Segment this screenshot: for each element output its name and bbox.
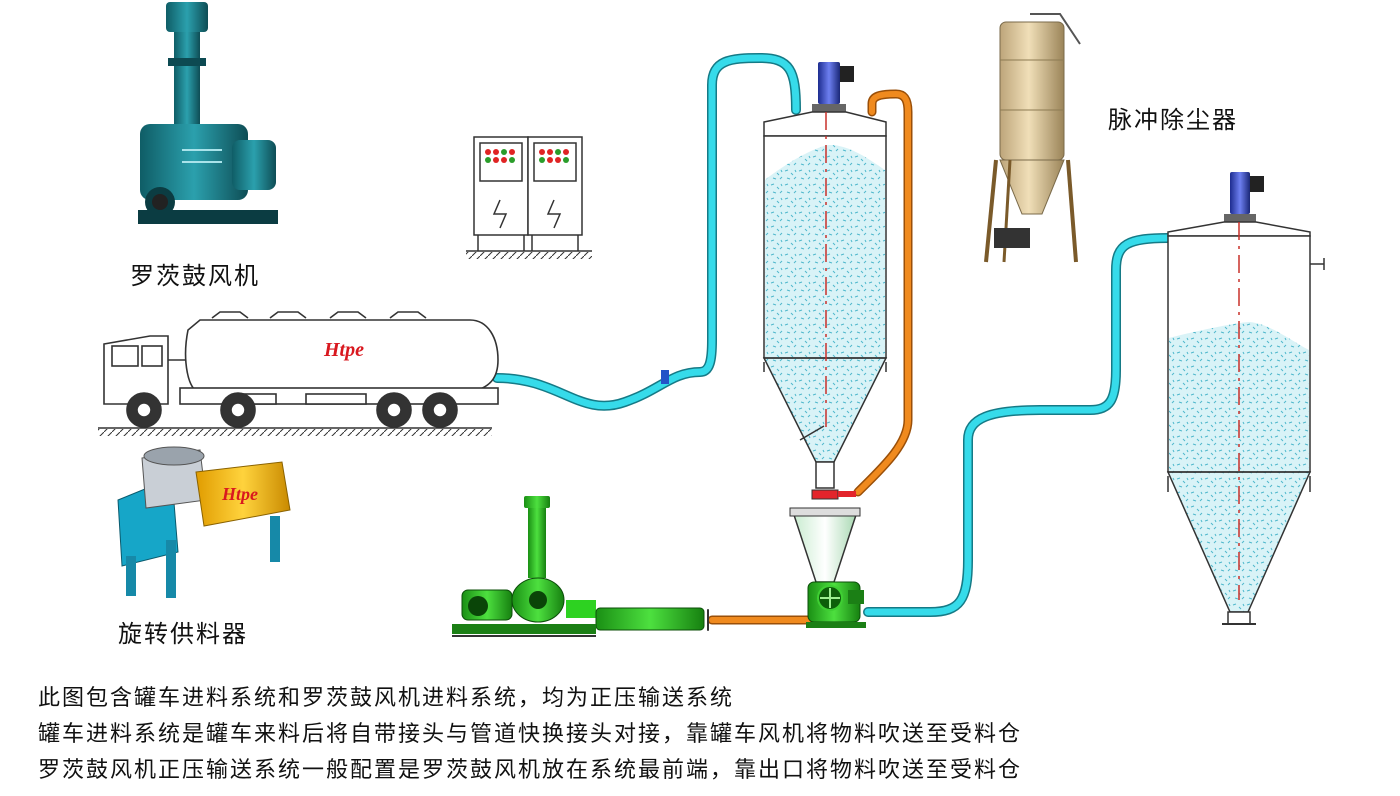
tanker-logo: Htpe (323, 339, 364, 361)
cyan-conveying-pipes (492, 52, 1173, 617)
receiving-silo-1 (762, 62, 888, 583)
pulse-dust-collector-image (984, 13, 1081, 263)
feeder-logo: Htpe (221, 484, 258, 504)
rotary-valve-under-silo (806, 581, 866, 628)
indicator-lights (485, 149, 569, 163)
tanker-truck (98, 311, 499, 436)
control-cabinets (466, 136, 592, 259)
description-line-2: 罐车进料系统是罐车来料后将自带接头与管道快换接头对接，靠罐车风机将物料吹送至受料… (38, 722, 1023, 747)
pulse-dust-collector-label: 脉冲除尘器 (1108, 106, 1238, 134)
roots-blower-image (138, 2, 278, 224)
rotary-feeder-image (117, 446, 291, 598)
description-line-1: 此图包含罐车进料系统和罗茨鼓风机进料系统，均为正压输送系统 (38, 686, 735, 711)
roots-blower-label: 罗茨鼓风机 (130, 262, 260, 290)
green-roots-blower (452, 496, 705, 637)
description-line-3: 罗茨鼓风机正压输送系统一般配置是罗茨鼓风机放在系统最前端，靠出口将物料吹送至受料… (38, 758, 1023, 783)
rotary-feeder-label: 旋转供料器 (118, 620, 248, 648)
orange-pipes (707, 89, 913, 631)
receiving-silo-2 (1166, 172, 1325, 625)
